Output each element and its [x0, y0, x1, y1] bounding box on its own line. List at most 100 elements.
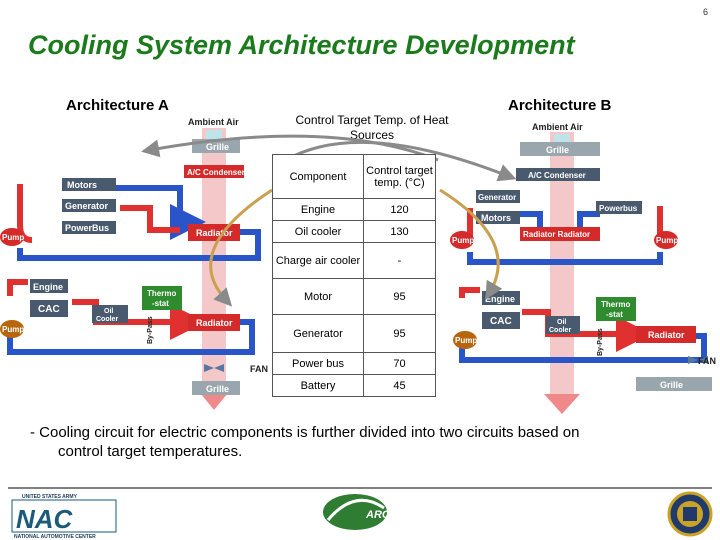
footer-divider — [8, 487, 712, 489]
bullet-line-2: control target temperatures. — [58, 443, 243, 460]
connector-arrow-a-upper — [141, 134, 439, 162]
radiator-upper-label: Radiator — [196, 228, 233, 238]
radiator-lower-label: Radiator — [196, 318, 233, 328]
thermostat-label-1-b: Thermo — [601, 300, 630, 309]
table-cell-value: 70 — [363, 352, 436, 375]
generator-box — [62, 199, 116, 212]
table-header-row: Component Control target temp. (°C) — [272, 154, 436, 199]
coolant-b-cold-left — [520, 211, 543, 232]
table-cell-component: Power bus — [272, 352, 364, 375]
table-cell-component: Oil cooler — [272, 220, 364, 243]
generator-label-b: Generator — [478, 193, 516, 202]
bypass-label: By-Pass — [147, 316, 154, 344]
cac-box-b — [482, 312, 520, 329]
pump-left-icon-b — [450, 231, 474, 249]
grille-top-label: Grille — [206, 142, 229, 152]
coolant-hot-loop — [17, 184, 33, 243]
connector-arrow-b-upper — [285, 140, 517, 182]
powerbus-label-b: Powerbus — [599, 204, 638, 213]
oil-cooler-box-b — [546, 316, 580, 334]
oil-cooler-box — [92, 305, 128, 323]
table-cell-value: 95 — [363, 314, 436, 353]
oil-cooler-label-2-b: Cooler — [549, 327, 571, 334]
table-cell-value: - — [363, 242, 436, 279]
connector-arrow-b-lower — [439, 188, 503, 300]
architecture-a-title: Architecture A — [66, 97, 169, 114]
radiator-lower-label-b: Radiator — [648, 330, 685, 340]
page-number: 6 — [702, 7, 708, 17]
motors-label: Motors — [67, 180, 97, 190]
table-caption: Control Target Temp. of Heat Sources — [295, 113, 449, 142]
fan-label: FAN — [250, 364, 268, 374]
pump-lower-label: Pump — [2, 325, 24, 334]
grille-top-label-b: Grille — [546, 145, 569, 155]
powerbus-box — [62, 221, 116, 234]
radiator-upper-label-b: Radiator Radiator — [523, 230, 590, 239]
ac-condenser-label: A/C Condenser — [187, 168, 245, 177]
table-header-target: Control target temp. (°C) — [363, 154, 436, 199]
grille-bottom — [192, 381, 240, 395]
ac-condenser-box-b — [516, 168, 600, 181]
arc-logo-text: ARC — [365, 509, 391, 521]
bypass-label-b: By-Pass — [597, 328, 604, 356]
table-header-component: Component — [272, 154, 364, 199]
table-cell-component: Motor — [272, 278, 364, 315]
nac-logo-bottom-text: NATIONAL AUTOMOTIVE CENTER — [14, 534, 96, 540]
pump-right-icon-b — [654, 231, 678, 249]
oil-cooler-label-1-b: Oil — [557, 319, 566, 326]
table-row: Generator 95 — [272, 314, 436, 353]
table-cell-component: Generator — [272, 314, 364, 353]
powerbus-box-b — [596, 201, 642, 214]
radiator-lower-box-b — [636, 326, 696, 343]
table-row: Oil cooler 130 — [272, 220, 436, 243]
grille-bottom-label-b: Grille — [660, 380, 683, 390]
table-cell-value: 130 — [363, 220, 436, 243]
table-row: Engine 120 — [272, 198, 436, 221]
engine-label: Engine — [33, 282, 63, 292]
nac-logo-text: NAC — [16, 504, 74, 534]
table-cell-value: 45 — [363, 374, 436, 397]
architecture-b-title: Architecture B — [508, 97, 612, 114]
table-row: Battery 45 — [272, 374, 436, 397]
coolant-lower-hot — [7, 279, 28, 296]
coolant-b-return — [467, 252, 663, 265]
fan-label-b: FAN — [698, 356, 716, 366]
radiator-upper-box-b — [520, 227, 600, 241]
thermostat-label-1: Thermo — [147, 289, 176, 298]
arc-logo: ARC — [323, 494, 391, 530]
coolant-cold-loop — [112, 185, 206, 240]
powerbus-label: PowerBus — [65, 223, 109, 233]
thermostat-label-2: -stat — [152, 299, 169, 308]
motors-box-b — [476, 211, 520, 224]
ambient-air-label: Ambient Air — [188, 117, 239, 127]
oil-cooler-label-2: Cooler — [96, 316, 118, 323]
fan-icon — [204, 364, 224, 372]
coolant-b-cold-right — [577, 211, 600, 232]
cac-label: CAC — [38, 304, 60, 315]
pump-left-icon — [0, 228, 24, 246]
pump-left-label: Pump — [2, 233, 24, 242]
architecture-a-diagram: Ambient Air Grille A/C Condenser Motors … — [0, 117, 268, 410]
control-temp-table: Component Control target temp. (°C) Engi… — [272, 154, 436, 397]
table-row: Motor 95 — [272, 278, 436, 315]
generator-box-b — [476, 190, 520, 203]
connector-arrow-a-lower — [209, 188, 273, 307]
motors-box — [62, 178, 116, 191]
coolant-hot-branch — [120, 205, 180, 233]
generator-label: Generator — [65, 201, 109, 211]
engine-box — [30, 279, 68, 293]
university-seal-icon — [667, 491, 713, 537]
nac-logo-top-text: UNITED STATES ARMY — [22, 494, 78, 500]
pump-lower-icon — [0, 320, 24, 338]
architecture-b-diagram: Ambient Air Grille A/C Condenser Generat… — [450, 122, 716, 414]
fan-icon-b — [688, 356, 708, 364]
ac-condenser-label-b: A/C Condenser — [528, 171, 586, 180]
pump-lower-label-b: Pump — [455, 336, 477, 345]
table-row: Power bus 70 — [272, 352, 436, 375]
cac-label-b: CAC — [490, 316, 512, 327]
slide-title: Cooling System Architecture Development — [28, 30, 575, 60]
nac-logo: UNITED STATES ARMY NAC NATIONAL AUTOMOTI… — [11, 494, 117, 540]
table-cell-component: Charge air cooler — [272, 242, 364, 279]
radiator-lower-box — [188, 314, 240, 331]
table-cell-component: Battery — [272, 374, 364, 397]
